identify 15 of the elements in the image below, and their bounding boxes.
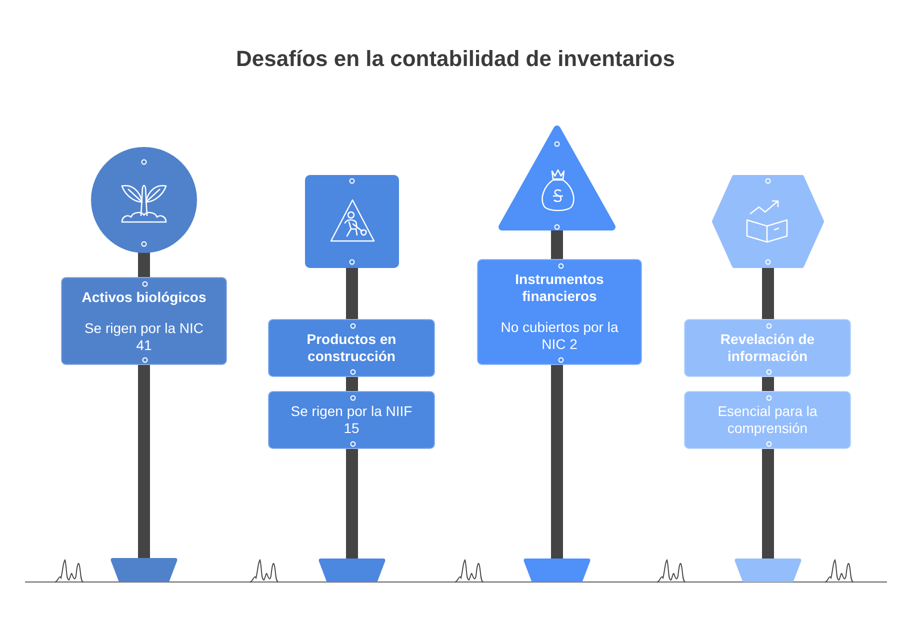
sign-heading: Instrumentos financieros (514, 271, 605, 305)
sign-heading: Activos biológicos (82, 288, 206, 306)
sign-board (477, 259, 642, 365)
sign-description: Esencial para la comprensión (716, 403, 818, 437)
diagram-title: Desafíos en la contabilidad de inventarios (235, 46, 676, 72)
sign-description: Se rigen por la NIIF 15 (290, 403, 414, 437)
sign-heading: Revelación de información (719, 331, 816, 365)
sign-description: No cubiertos por la NIC 2 (500, 319, 620, 353)
sign-board (61, 277, 227, 365)
sign-heading: Productos en construcción (306, 331, 398, 365)
sign-board (268, 391, 435, 449)
sign-board (268, 319, 435, 377)
sign-description: Se rigen por la NIC 41 (83, 320, 205, 354)
sign-board (684, 319, 851, 377)
sign-board (684, 391, 851, 449)
